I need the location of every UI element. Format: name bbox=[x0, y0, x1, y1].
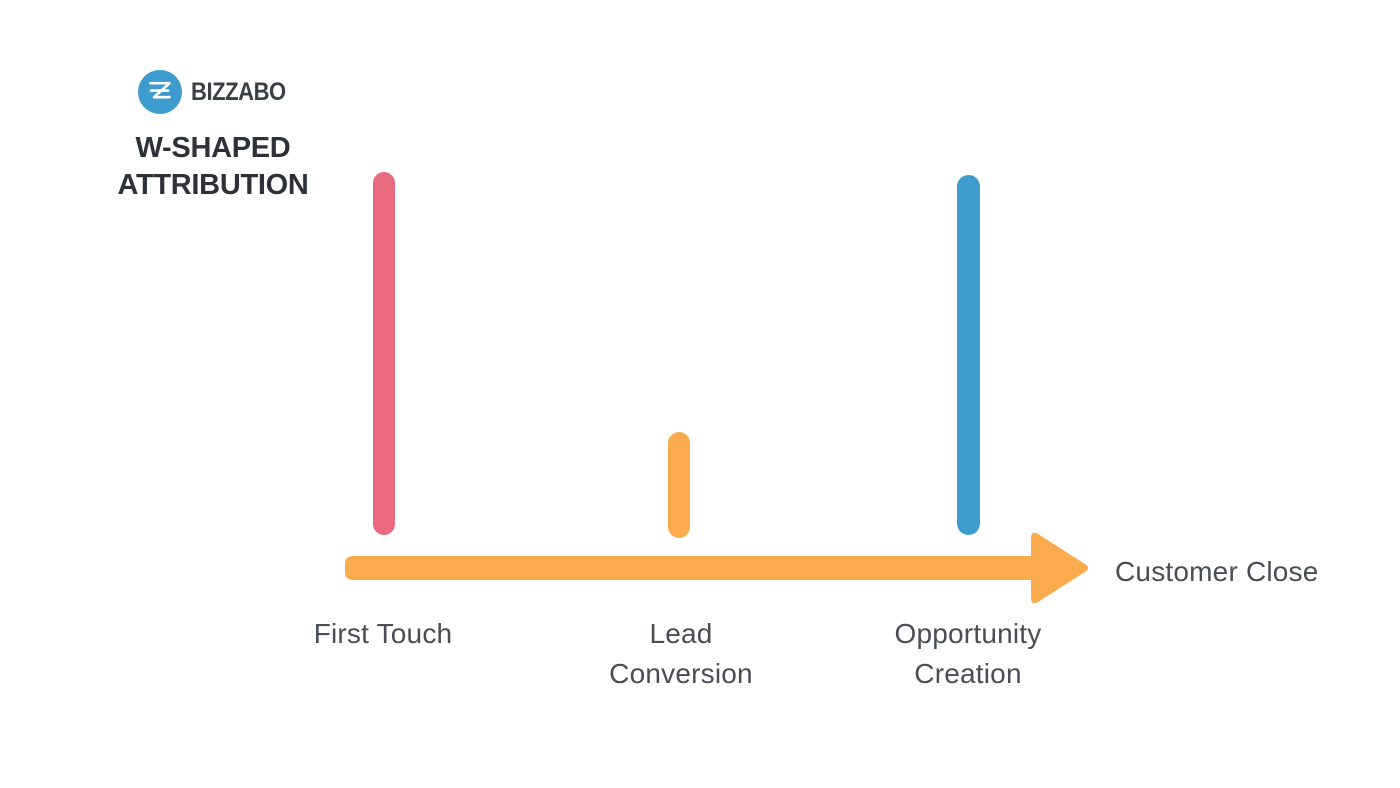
timeline-arrow-icon bbox=[345, 532, 1088, 604]
stage-label-customer-close: Customer Close bbox=[1115, 556, 1319, 587]
bar-opportunity-creation bbox=[957, 175, 980, 535]
bar-lead-conversion bbox=[668, 432, 690, 538]
bar-first-touch bbox=[373, 172, 395, 535]
stage-label-lead-conversion: Lead Conversion bbox=[609, 618, 753, 689]
page-title: W-SHAPED ATTRIBUTION bbox=[117, 132, 309, 202]
brand-logo-row: BIZZABO bbox=[138, 70, 328, 114]
brand-block: BIZZABO W-SHAPED ATTRIBUTION bbox=[98, 70, 328, 204]
stage-label-first-touch: First Touch bbox=[313, 618, 453, 649]
brand-wordmark: BIZZABO bbox=[191, 77, 286, 106]
bizzabo-z-circle-icon bbox=[138, 70, 182, 114]
stage-label-opportunity-creation: Opportunity Creation bbox=[894, 618, 1042, 689]
